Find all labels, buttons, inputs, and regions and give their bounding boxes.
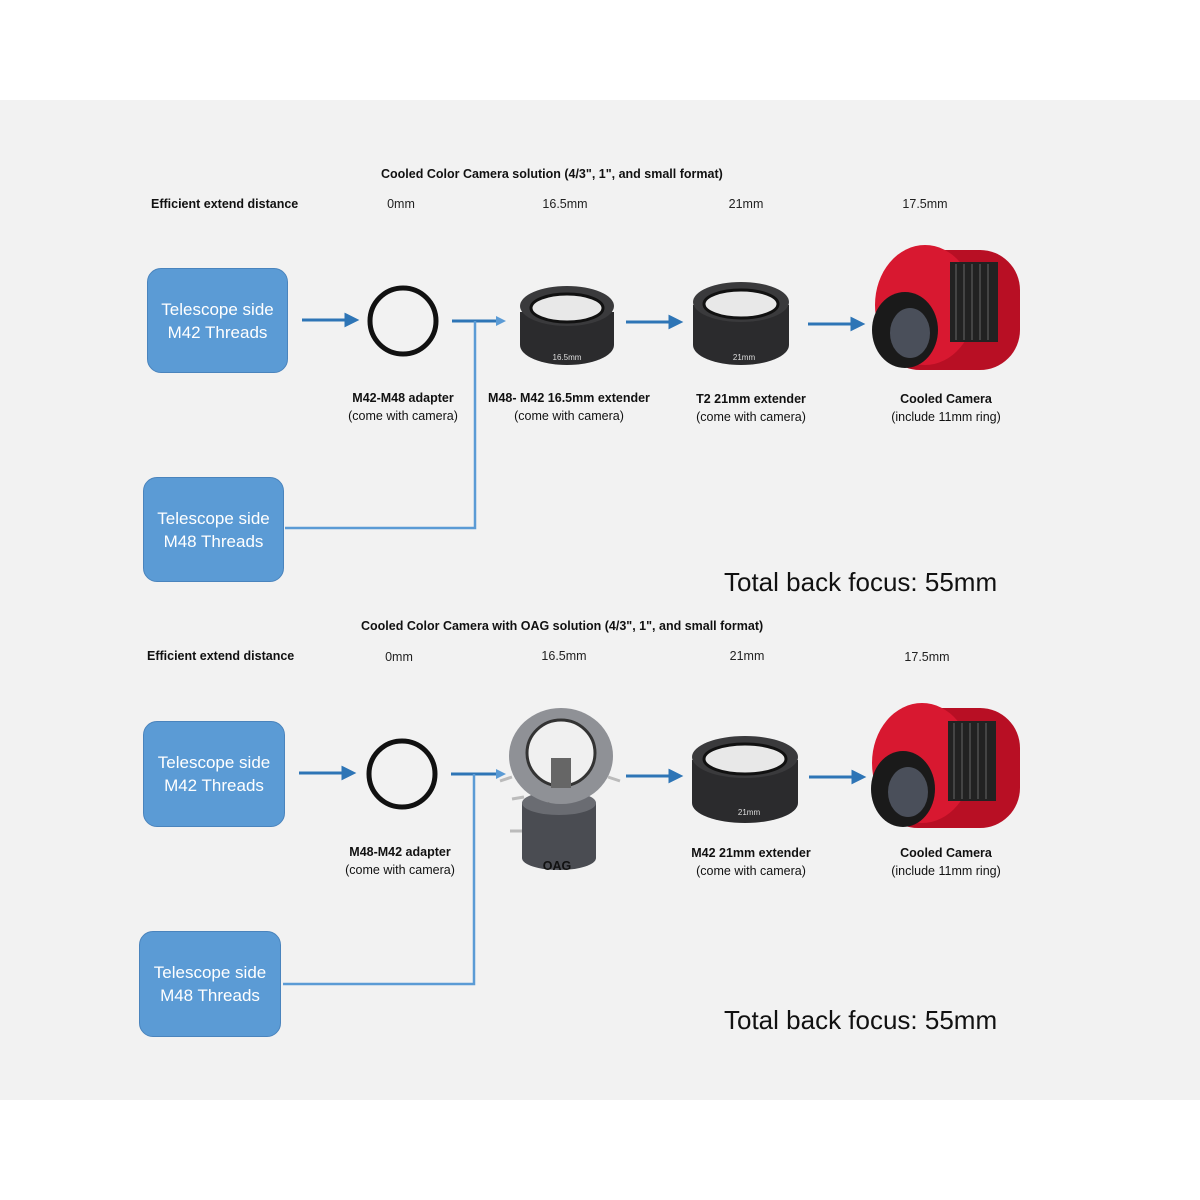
svg-text:21mm: 21mm — [738, 808, 761, 817]
box-line-2: M48 Threads — [160, 986, 260, 1005]
oag-image — [499, 708, 621, 870]
svg-text:16.5mm: 16.5mm — [553, 353, 582, 362]
distance-1: 16.5mm — [542, 197, 588, 211]
part-caption: T2 21mm extender(come with camera) — [696, 392, 806, 424]
total-back-focus: Total back focus: 55mm — [724, 567, 998, 597]
part-caption: OAG — [542, 859, 572, 873]
distance-0: 0mm — [387, 197, 415, 211]
part-caption: M42-M48 adapter(come with camera) — [348, 391, 458, 423]
cooled-camera-image — [872, 245, 1020, 370]
section-standard: Cooled Color Camera solution (4/3", 1", … — [0, 0, 1200, 597]
svg-text:21mm: 21mm — [733, 353, 756, 362]
extender-21mm-image: 21mm — [692, 736, 798, 823]
box-line-1: Telescope side — [157, 753, 271, 772]
distance-2: 21mm — [728, 197, 764, 211]
connectors: 21mm — [283, 703, 1020, 986]
box-line-2: M42 Threads — [167, 322, 268, 342]
telescope-m42-box: Telescope side M42 Threads — [147, 268, 288, 373]
m42-m48-adapter-image — [367, 285, 439, 357]
part-caption: Cooled Camera(include 11mm ring) — [891, 846, 1001, 878]
section-title: Cooled Color Camera solution (4/3", 1", … — [381, 167, 723, 181]
box-line-1: Telescope side — [153, 963, 267, 982]
distance-3: 17.5mm — [902, 197, 948, 211]
connectors: 16.5mm 21mm — [285, 245, 1020, 530]
distance-3: 17.5mm — [904, 650, 950, 664]
telescope-m48-box: Telescope side M48 Threads — [139, 931, 281, 1037]
box-line-2: M42 Threads — [164, 776, 264, 795]
distance-0: 0mm — [385, 650, 413, 664]
distance-label: Efficient extend distance — [147, 649, 295, 663]
distance-1: 16.5mm — [541, 649, 587, 663]
distance-label: Efficient extend distance — [151, 197, 299, 211]
box-line-1: Telescope side — [157, 508, 270, 528]
telescope-m48-box: Telescope side M48 Threads — [143, 477, 284, 582]
cooled-camera-image — [871, 703, 1020, 828]
section-title: Cooled Color Camera with OAG solution (4… — [361, 619, 764, 633]
section-oag: Cooled Color Camera with OAG solution (4… — [0, 453, 1200, 1037]
total-back-focus: Total back focus: 55mm — [724, 1005, 998, 1035]
part-caption: Cooled Camera(include 11mm ring) — [891, 392, 1001, 424]
extender-21mm-image: 21mm — [693, 282, 789, 365]
telescope-m42-box: Telescope side M42 Threads — [143, 721, 285, 827]
distance-2: 21mm — [729, 649, 765, 663]
part-caption: M48- M42 16.5mm extender(come with camer… — [488, 391, 650, 423]
part-caption: M42 21mm extender(come with camera) — [691, 846, 811, 878]
extender-16-5mm-image: 16.5mm — [520, 286, 614, 365]
box-line-2: M48 Threads — [163, 531, 264, 551]
m48-m42-adapter-image — [366, 738, 438, 810]
box-line-1: Telescope side — [161, 299, 274, 319]
part-caption: M48-M42 adapter(come with camera) — [345, 845, 455, 877]
